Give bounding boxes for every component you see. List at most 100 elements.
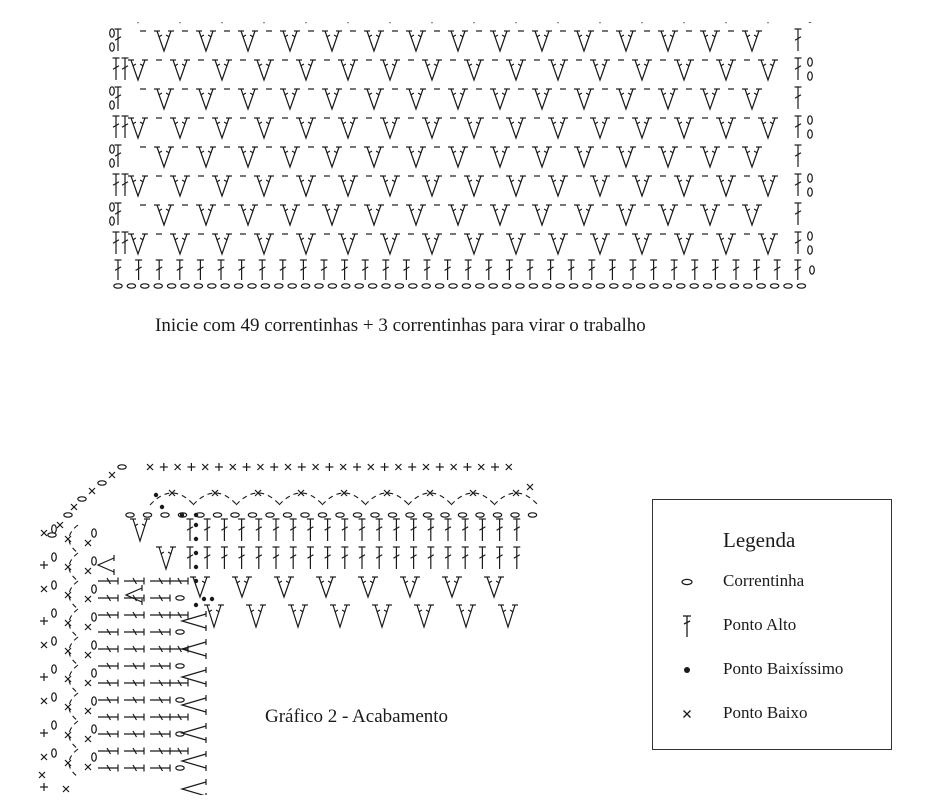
v-stitch (296, 233, 316, 256)
double-crochet (150, 730, 171, 738)
single-crochet (408, 463, 417, 471)
v-stitch (154, 30, 174, 53)
single-crochet (62, 785, 70, 793)
chain-stitch (387, 512, 398, 518)
chain-stitch (649, 283, 659, 289)
single-crochet (422, 463, 430, 471)
double-crochet (427, 546, 435, 569)
v-stitch (716, 233, 736, 256)
chain-stitch (51, 552, 57, 562)
chain-stitch (662, 283, 673, 289)
slip-stitch (201, 596, 207, 602)
v-stitch (358, 576, 378, 599)
double-crochet (98, 611, 119, 619)
double-crochet (124, 628, 145, 636)
chain-arch (235, 492, 281, 506)
chain-stitch (91, 612, 97, 622)
v-stitch (296, 117, 316, 140)
single-crochet (40, 529, 48, 537)
chain-stitch (109, 100, 115, 110)
chain-stitch (175, 765, 185, 771)
single-crochet (477, 463, 485, 471)
double-crochet (176, 259, 184, 280)
v-stitch (742, 30, 762, 53)
chain-stitch (212, 512, 223, 518)
double-crochet (358, 518, 366, 541)
chain-stitch (367, 283, 378, 289)
chain-stitch (729, 283, 740, 289)
double-crochet (98, 730, 119, 738)
double-crochet (124, 645, 145, 653)
v-stitch (632, 117, 652, 140)
double-crochet (124, 662, 145, 670)
chain-stitch (756, 283, 766, 289)
double-crochet (320, 259, 328, 280)
double-crochet (98, 645, 119, 653)
chain-stitch (77, 496, 87, 502)
v-stitch (322, 204, 342, 227)
double-crochet (691, 259, 699, 280)
v-stitch (674, 59, 694, 82)
v-stitch (179, 639, 207, 659)
v-stitch (280, 88, 300, 111)
v-stitch (179, 667, 207, 687)
v-stitch (322, 88, 342, 111)
single-crochet (394, 463, 402, 471)
v-stitch (406, 30, 426, 53)
v-stitch (532, 204, 552, 227)
chain-arch (68, 524, 79, 554)
chain-stitch (528, 283, 539, 289)
single-crochet (297, 489, 305, 497)
v-stitch (548, 175, 568, 198)
double-crochet (124, 696, 145, 704)
chain-stitch (595, 283, 606, 289)
chain-arch (68, 664, 79, 694)
legend-label: Ponto Baixíssimo (723, 659, 844, 678)
chain-stitch (354, 283, 364, 289)
v-stitch (196, 204, 216, 227)
v-stitch (330, 604, 350, 629)
chain-stitch (515, 283, 525, 289)
v-stitch (212, 175, 232, 198)
double-crochet (427, 518, 435, 541)
single-crochet (88, 487, 96, 495)
v-stitch (422, 59, 442, 82)
v-stitch (154, 146, 174, 169)
single-crochet (64, 647, 72, 655)
double-crochet (272, 518, 280, 541)
chain-arch (364, 492, 410, 506)
v-stitch (179, 779, 207, 795)
double-crochet (513, 546, 521, 569)
double-crochet (794, 173, 802, 196)
v-stitch (616, 88, 636, 111)
chain-arch (321, 492, 367, 506)
double-crochet (513, 518, 521, 541)
double-crochet (238, 518, 246, 541)
v-stitch (448, 30, 468, 53)
v-stitch (490, 30, 510, 53)
chain-stitch (230, 512, 240, 518)
v-stitch (758, 117, 778, 140)
v-stitch (700, 146, 720, 169)
double-crochet (98, 713, 119, 721)
single-crochet (229, 463, 237, 471)
double-crochet (588, 259, 596, 280)
v-stitch (170, 233, 190, 256)
v-stitch (380, 233, 400, 256)
chain-stitch (51, 692, 57, 702)
chain-stitch (807, 173, 813, 183)
v-stitch (742, 88, 762, 111)
v-stitch (464, 175, 484, 198)
chain-stitch (769, 283, 780, 289)
double-crochet (98, 747, 119, 755)
v-stitch (154, 88, 174, 111)
double-crochet (121, 231, 129, 254)
single-crochet (256, 463, 264, 471)
double-crochet (444, 259, 452, 280)
chain-stitch (527, 512, 538, 518)
chain-stitch (510, 512, 520, 518)
v-stitch (280, 146, 300, 169)
single-crochet (367, 463, 375, 471)
v-stitch (658, 88, 678, 111)
chain-arch (68, 692, 79, 722)
